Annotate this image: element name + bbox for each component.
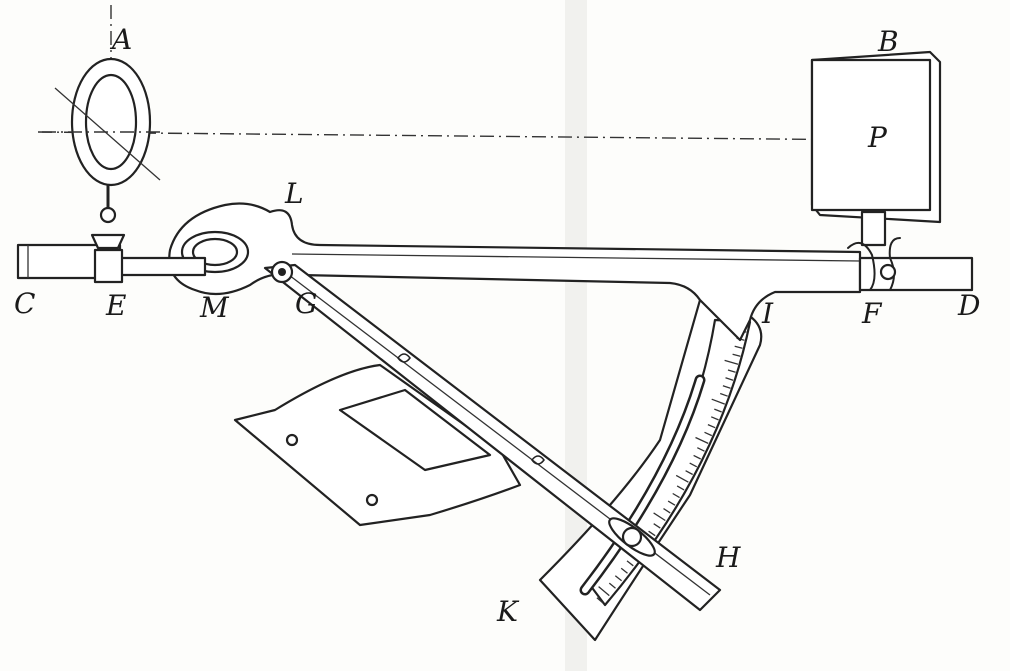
scale-tick <box>648 530 656 537</box>
target-stem <box>860 210 887 247</box>
scale-tick <box>620 567 628 574</box>
scale-tick <box>689 462 698 468</box>
label-H: H <box>716 541 741 574</box>
target-clamp <box>847 237 901 291</box>
scale-tick <box>710 416 719 421</box>
arm-screw-2 <box>531 455 545 465</box>
eyepiece-foot <box>93 248 124 284</box>
target-plate <box>810 58 932 212</box>
label-A: A <box>112 23 133 56</box>
arm-screw-1 <box>397 353 411 363</box>
clamp-knob <box>621 526 643 548</box>
scale-tick <box>695 436 709 444</box>
scale-tick <box>711 398 726 405</box>
scale-tick <box>727 369 736 373</box>
scale-tick <box>732 353 741 357</box>
label-K: K <box>497 595 518 628</box>
scale-tick <box>676 485 685 491</box>
eyepiece-knob <box>99 206 117 224</box>
swing-plate-cutout <box>338 388 492 472</box>
connecting-rod <box>118 256 207 277</box>
target-screw <box>879 263 897 281</box>
scale-tick <box>667 500 676 506</box>
label-G: G <box>295 287 318 320</box>
label-F: F <box>862 297 882 330</box>
scale-tick <box>734 345 743 349</box>
sight-line <box>37 131 879 141</box>
scale-tick <box>663 508 671 514</box>
label-C: C <box>14 287 36 320</box>
label-B: B <box>878 25 899 58</box>
pivot-pin-center <box>278 268 286 276</box>
frame-edge-line <box>291 253 861 262</box>
scale-tick <box>672 492 680 499</box>
scale-tick <box>608 582 616 589</box>
scale-tick <box>693 454 701 460</box>
scale-tick <box>704 431 713 437</box>
scale-tick <box>719 392 728 397</box>
crosshair-line-1 <box>54 87 161 181</box>
scale-tick <box>685 470 694 476</box>
scale-tick <box>614 575 623 582</box>
scale-tick <box>626 560 634 567</box>
scale-tick <box>675 474 689 483</box>
label-I: I <box>762 297 774 330</box>
plate-rivet-1 <box>285 433 299 447</box>
scale-tick <box>598 586 610 597</box>
label-P: P <box>868 121 887 154</box>
scale-tick <box>596 597 604 604</box>
scale-tick <box>653 523 661 529</box>
arc-slot-inner <box>582 377 703 593</box>
label-D: D <box>958 289 981 322</box>
eyepiece-clamp <box>90 233 126 250</box>
scale-tick <box>653 512 666 522</box>
scale-tick <box>725 377 734 381</box>
eyepiece-inner <box>84 73 138 171</box>
scale-tick <box>714 408 722 413</box>
label-L: L <box>285 177 304 210</box>
scale-tick <box>697 447 705 452</box>
label-M: M <box>200 291 229 324</box>
label-E: E <box>106 289 127 322</box>
scale-tick <box>707 424 716 429</box>
base-bar-right <box>858 256 974 292</box>
plate-rivet-2 <box>365 493 379 507</box>
scale-tick <box>724 359 739 365</box>
scale-tick <box>722 385 731 389</box>
